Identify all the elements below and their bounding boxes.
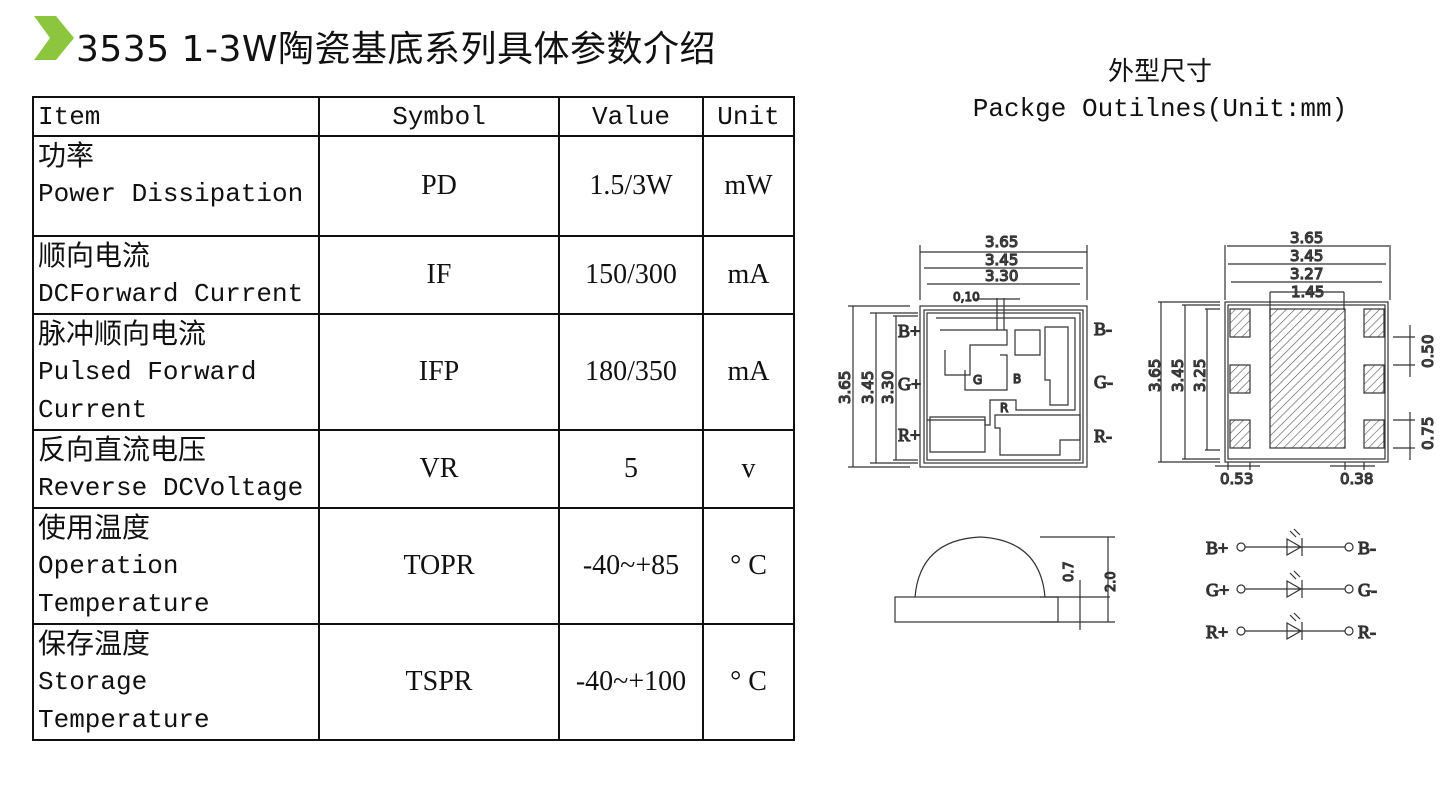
svg-text:3.27: 3.27	[1290, 265, 1323, 283]
svg-text:0.53: 0.53	[1220, 470, 1253, 488]
table-row: 顺向电流 DCForward Current IF 150/300 mA	[32, 235, 795, 315]
header-value: Value	[558, 96, 704, 137]
cathode-label: G-	[1358, 580, 1377, 600]
cathode-label: R-	[1358, 622, 1376, 642]
item-name-en: Power Dissipation	[38, 179, 304, 209]
svg-text:G-: G-	[1094, 372, 1113, 392]
value-cell: -40~+85	[558, 507, 704, 625]
symbol-cell: IFP	[318, 313, 560, 431]
svg-text:3.45: 3.45	[985, 251, 1018, 269]
unit-cell: mW	[702, 135, 795, 237]
header-symbol: Symbol	[318, 96, 560, 137]
led-symbol: B+ B-	[1205, 528, 1377, 559]
symbol-cell: TOPR	[318, 507, 560, 625]
svg-text:G+: G+	[898, 374, 921, 394]
item-name-en: Temperature	[38, 589, 210, 619]
item-name-en: Operation	[38, 551, 179, 581]
value-cell: 150/300	[558, 235, 704, 315]
svg-text:R: R	[1000, 401, 1008, 415]
svg-text:B+: B+	[898, 321, 920, 341]
svg-text:0.38: 0.38	[1340, 470, 1373, 488]
svg-text:R-: R-	[1094, 426, 1112, 446]
item-name-zh: 功率	[38, 139, 95, 172]
svg-text:3.25: 3.25	[1191, 359, 1209, 392]
unit-cell: mA	[702, 313, 795, 431]
svg-text:3.65: 3.65	[836, 371, 854, 404]
item-name-en: Reverse DCVoltage	[38, 473, 304, 503]
svg-text:3.65: 3.65	[1290, 229, 1323, 247]
svg-text:G: G	[973, 373, 982, 387]
led-symbol: G+ G-	[1205, 570, 1378, 601]
led-symbol: R+ R-	[1205, 612, 1377, 643]
symbol-cell: PD	[318, 135, 560, 237]
item-name-zh: 脉冲顺向电流	[38, 317, 207, 350]
item-name-en: DCForward Current	[38, 279, 304, 309]
spec-table: Item Symbol Value Unit 功率 Power Dissipati…	[32, 96, 795, 741]
item-name-en: Pulsed Forward	[38, 357, 257, 387]
anode-label: R+	[1206, 622, 1228, 642]
item-name-zh: 反向直流电压	[38, 433, 207, 466]
svg-text:3.30: 3.30	[985, 267, 1018, 285]
svg-text:3.45: 3.45	[859, 371, 877, 404]
item-name-en: Storage	[38, 667, 148, 697]
package-title-zh: 外型尺寸	[1107, 58, 1212, 88]
anode-label: G+	[1206, 580, 1229, 600]
symbol-cell: VR	[318, 429, 560, 509]
symbol-cell: IF	[318, 235, 560, 315]
item-name-zh: 保存温度	[38, 627, 151, 660]
table-row: 功率 Power Dissipation PD 1.5/3W mW	[32, 135, 795, 237]
svg-text:0.7: 0.7	[1062, 561, 1077, 582]
value-cell: 180/350	[558, 313, 704, 431]
anode-label: B+	[1206, 538, 1228, 558]
svg-text:3.45: 3.45	[1169, 359, 1187, 392]
title-arrow-icon	[34, 16, 74, 60]
package-title-en: Packge Outilnes(Unit:mm)	[972, 94, 1348, 124]
svg-text:B-: B-	[1094, 319, 1112, 339]
side-view-drawing: 0.7 2.0	[894, 536, 1120, 630]
cathode-label: B-	[1358, 538, 1376, 558]
circuit-diagram: B+ B- G+ G- R+ R-	[1205, 528, 1378, 643]
svg-text:B: B	[1013, 372, 1021, 386]
item-name-zh: 顺向电流	[38, 239, 151, 272]
value-cell: -40~+100	[558, 623, 704, 741]
symbol-cell: TSPR	[318, 623, 560, 741]
header-unit: Unit	[702, 96, 795, 137]
item-name-en: Temperature	[38, 705, 210, 735]
value-cell: 5	[558, 429, 704, 509]
table-row: 反向直流电压 Reverse DCVoltage VR 5 v	[32, 429, 795, 509]
svg-text:0.75: 0.75	[1419, 417, 1437, 450]
unit-cell: ° C	[702, 507, 795, 625]
header-item: Item	[32, 96, 320, 137]
unit-cell: v	[702, 429, 795, 509]
page-title: 3535 1-3W陶瓷基底系列具体参数介绍	[76, 29, 716, 70]
svg-text:3.45: 3.45	[1290, 247, 1323, 265]
svg-text:1.45: 1.45	[1291, 283, 1324, 301]
svg-text:3.65: 3.65	[1146, 359, 1164, 392]
item-name-en: Current	[38, 395, 148, 425]
unit-cell: mA	[702, 235, 795, 315]
value-cell: 1.5/3W	[558, 135, 704, 237]
svg-text:R+: R+	[898, 425, 920, 445]
svg-text:0.50: 0.50	[1419, 335, 1437, 368]
unit-cell: ° C	[702, 623, 795, 741]
svg-text:3.65: 3.65	[985, 233, 1018, 251]
svg-text:0,10: 0,10	[953, 290, 980, 304]
package-title: 外型尺寸 Packge Outilnes(Unit:mm)	[940, 55, 1380, 127]
item-name-zh: 使用温度	[38, 511, 151, 544]
table-header-row: Item Symbol Value Unit	[32, 96, 795, 137]
svg-text:3.30: 3.30	[879, 371, 897, 404]
svg-text:2.0: 2.0	[1104, 571, 1119, 592]
